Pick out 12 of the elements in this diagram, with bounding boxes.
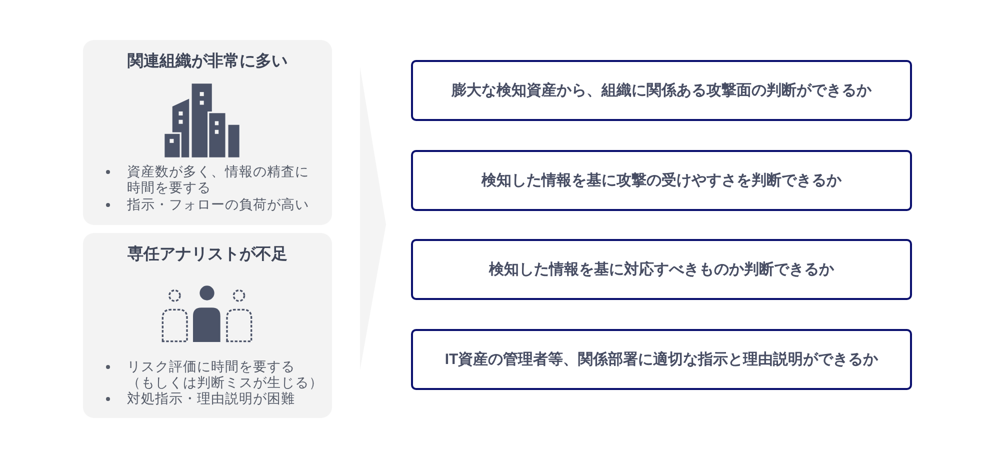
question-box: 膨大な検知資産から、組織に関係ある攻撃面の判断ができるか — [411, 60, 912, 121]
bullet-text: リスク評価に時間を要する（もしくは判断ミスが生じる） — [127, 359, 324, 391]
info-card — [83, 40, 332, 225]
info-card — [83, 233, 332, 418]
question-box: 検知した情報を基に攻撃の受けやすさを判断できるか — [411, 150, 912, 211]
bullet-text: 資産数が多く、情報の精査に時間を要する — [127, 164, 309, 196]
bullet-text: 対処指示・理由説明が困難 — [127, 391, 296, 407]
card-title: 関連組織が非常に多い — [128, 53, 288, 70]
bullet-text: 指示・フォローの負荷が高い — [127, 197, 309, 213]
question-box: IT資産の管理者等、関係部署に適切な指示と理由説明ができるか — [411, 329, 912, 390]
card-title: 専任アナリストが不足 — [128, 246, 288, 263]
question-box: 検知した情報を基に対応すべきものか判断できるか — [411, 239, 912, 300]
